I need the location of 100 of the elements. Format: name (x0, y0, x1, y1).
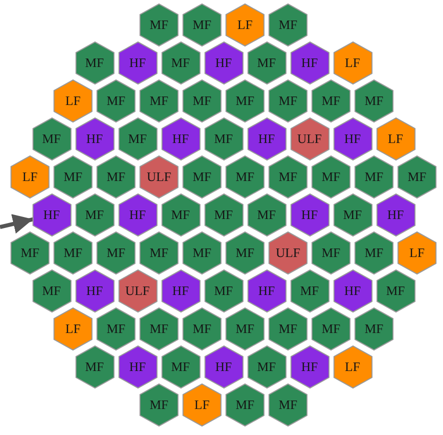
hexagon-tile (246, 117, 286, 161)
tile-label: HF (128, 207, 147, 223)
tile-label: MF (62, 169, 84, 185)
hexagon-tile (268, 3, 308, 47)
hexagon-tile (160, 269, 200, 313)
tile-label: ULF (146, 169, 172, 185)
tile-label: HF (214, 359, 233, 375)
tile-label: MF (106, 169, 126, 185)
hexagon-tile (354, 231, 394, 275)
tile-label: HF (128, 359, 147, 375)
hexagon-tile (139, 3, 179, 47)
tile-label: MF (106, 321, 126, 337)
hexagon-tile (354, 79, 394, 123)
hexagon-tile (118, 269, 158, 313)
tile-label: HF (171, 131, 190, 147)
hexagon-tile (290, 117, 330, 161)
hexagon-tile (53, 79, 93, 123)
tile-label: MF (406, 169, 428, 185)
tile-label: MF (213, 207, 234, 223)
hexagon-tile (32, 269, 72, 313)
hexagon-tile (53, 307, 93, 351)
tile-label: MF (170, 359, 191, 375)
tile-label: HF (386, 207, 405, 223)
hexagon-tile (332, 269, 372, 313)
tile-label: MF (364, 93, 384, 109)
tile-label: MF (364, 321, 384, 337)
tile-label: MF (256, 55, 277, 71)
tile-label: MF (320, 245, 342, 261)
hexagon-tile (182, 383, 222, 427)
hexagon-tile (311, 79, 351, 123)
tile-label: MF (234, 397, 256, 413)
hexagon-tile (225, 3, 265, 47)
hexagon-tile (311, 307, 351, 351)
hexagon-tile (225, 231, 265, 275)
tile-label: MF (364, 245, 384, 261)
tile-label: MF (148, 245, 170, 261)
tile-label: MF (234, 245, 256, 261)
hexagon-tile (118, 117, 158, 161)
hexagon-tile (160, 193, 200, 237)
hexagon-tile (246, 269, 286, 313)
tile-label: LF (236, 17, 254, 33)
tile-label: MF (213, 283, 234, 299)
tile-label: MF (170, 207, 191, 223)
hexagon-tile (96, 155, 136, 199)
hexagon-tile (376, 269, 416, 313)
hexagon-tile (74, 117, 114, 161)
hexagon-tile (204, 41, 244, 85)
hexagon-tile (268, 231, 308, 275)
hexagon-tile (268, 155, 308, 199)
tile-label: MF (41, 283, 62, 299)
hexagon-tile (182, 79, 222, 123)
hexagon-tile (74, 193, 114, 237)
tile-label: ULF (274, 245, 302, 261)
tile-label: LF (344, 359, 362, 375)
hexagon-tile (332, 117, 372, 161)
hexagon-tile (139, 79, 179, 123)
hexagon-tile (268, 79, 308, 123)
tile-label: MF (278, 17, 298, 33)
tile-label: LF (344, 55, 362, 71)
hexagon-tile (204, 117, 244, 161)
hexagon-tile (182, 307, 222, 351)
hexagon-tile (204, 269, 244, 313)
tile-label: MF (106, 93, 126, 109)
tile-label: MF (278, 93, 298, 109)
tile-label: MF (234, 93, 256, 109)
hexagon-tile (225, 79, 265, 123)
hexagon-tile (290, 41, 330, 85)
tile-label: LF (64, 321, 82, 337)
hexagon-tile (354, 155, 394, 199)
tile-label: ULF (124, 283, 151, 299)
tile-label: LF (408, 245, 426, 261)
tile-label: MF (148, 93, 170, 109)
tile-label: HF (42, 207, 61, 223)
tile-label: MF (127, 131, 148, 147)
tile-label: LF (21, 169, 39, 185)
hexagon-tile (32, 117, 72, 161)
tile-label: HF (257, 131, 276, 147)
tile-label: HF (300, 359, 319, 375)
tile-label: HF (300, 55, 319, 71)
hexagon-tile (225, 383, 265, 427)
hexagon-tile (246, 345, 286, 389)
tile-label: MF (320, 321, 342, 337)
tile-label: MF (84, 359, 105, 375)
hexagon-tile (225, 155, 265, 199)
tile-label: MF (278, 169, 298, 185)
hexagon-tile (225, 307, 265, 351)
tile-label: MF (256, 359, 277, 375)
tile-label: LF (64, 93, 82, 109)
tile-label: HF (214, 55, 233, 71)
tile-label: HF (85, 131, 104, 147)
tile-label: MF (320, 93, 342, 109)
hexagon-tile (332, 41, 372, 85)
tile-label: MF (84, 207, 105, 223)
tile-label: MF (192, 93, 212, 109)
tile-label: HF (343, 283, 362, 299)
hexagon-tile (290, 269, 330, 313)
hexagon-tile (160, 345, 200, 389)
hexagon-tile (139, 155, 179, 199)
hexagon-tile (139, 231, 179, 275)
hexagon-tile (376, 117, 416, 161)
